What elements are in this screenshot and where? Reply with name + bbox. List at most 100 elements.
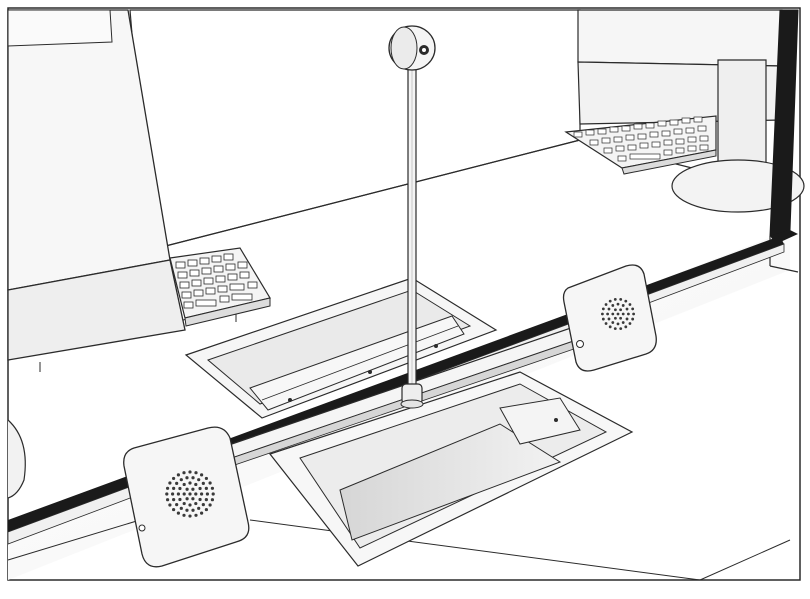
speaker-hole <box>198 497 202 502</box>
left-monitor <box>7 9 186 499</box>
speaker-hole <box>201 503 205 507</box>
speaker-hole <box>200 511 204 515</box>
speaker-hole <box>604 322 608 325</box>
left-speaker-grille <box>123 426 250 568</box>
speaker-hole <box>179 506 183 510</box>
speaker-hole <box>628 303 632 306</box>
speaker-hole <box>172 498 176 502</box>
speaker-hole <box>607 317 611 321</box>
speaker-hole <box>172 507 176 512</box>
speaker-hole <box>172 486 176 490</box>
speaker-hole <box>201 481 205 485</box>
speaker-hole <box>619 308 622 312</box>
transaction-tray-lower <box>268 371 634 567</box>
speaker-hole <box>619 298 623 301</box>
speaker-hole <box>165 498 170 502</box>
speaker-hole <box>607 307 611 311</box>
speaker-hole <box>182 492 186 496</box>
speaker-hole <box>611 321 615 324</box>
speaker-hole <box>619 316 622 320</box>
speaker-hole <box>200 492 204 496</box>
speaker-hole <box>188 492 192 496</box>
left-keyboard <box>169 247 271 327</box>
speaker-hole <box>168 481 172 485</box>
speaker-hole <box>208 481 212 485</box>
speaker-hole <box>624 299 628 303</box>
speaker-hole <box>191 508 195 512</box>
speaker-hole <box>608 325 612 329</box>
speaker-hole <box>624 325 628 329</box>
speaker-hole <box>188 481 192 485</box>
speaker-hole <box>185 497 189 501</box>
speaker-hole <box>613 298 617 301</box>
speaker-hole <box>194 492 198 496</box>
speaker-hole <box>204 486 208 490</box>
speaker-hole <box>611 312 615 316</box>
speaker-hole <box>608 299 612 303</box>
right-monitor <box>577 9 805 213</box>
speaker-hole <box>210 486 215 490</box>
speaker-hole <box>182 501 186 506</box>
speaker-hole <box>627 312 630 316</box>
speaker-hole <box>604 303 608 306</box>
speaker-hole <box>616 312 620 316</box>
speaker-hole <box>611 304 615 307</box>
speaker-hole <box>188 470 192 474</box>
right-keyboard <box>564 115 717 175</box>
speaker-hole <box>182 513 186 517</box>
speaker-hole <box>191 487 195 491</box>
right-speaker-grille <box>562 264 657 372</box>
speaker-hole <box>185 508 189 512</box>
speaker-hole <box>616 322 620 326</box>
speaker-hole <box>631 307 635 311</box>
speaker-hole <box>606 312 609 316</box>
speaker-hole <box>197 478 201 482</box>
speaker-hole <box>172 476 176 481</box>
speaker-hole <box>182 471 186 475</box>
speaker-hole <box>621 312 625 316</box>
speaker-hole <box>175 481 179 485</box>
speaker-hole <box>204 476 208 481</box>
speaker-hole <box>176 492 180 496</box>
speaker-hole <box>614 316 617 320</box>
speaker-hole <box>182 482 186 487</box>
speaker-hole <box>613 327 617 330</box>
speaker-hole <box>210 498 215 502</box>
speaker-hole <box>185 476 189 480</box>
speaker-hole <box>197 506 201 510</box>
speaker-hole <box>625 307 629 311</box>
speaker-hole <box>601 307 605 311</box>
speaker-hole <box>191 476 195 480</box>
speaker-hole <box>205 492 209 496</box>
speaker-hole <box>211 492 215 496</box>
speaker-hole <box>621 321 625 324</box>
speaker-hole <box>601 312 604 316</box>
speaker-hole <box>204 498 208 502</box>
speaker-hole <box>628 322 632 325</box>
speaker-hole <box>601 317 605 321</box>
speaker-hole <box>632 312 635 316</box>
speaker-hole <box>200 473 204 477</box>
speaker-hole <box>176 473 180 477</box>
speaker-hole <box>165 492 169 496</box>
speaker-hole <box>194 501 198 506</box>
speaker-hole <box>616 302 620 306</box>
speaker-hole <box>194 471 198 475</box>
speaker-hole <box>168 503 172 507</box>
speaker-hole <box>176 511 180 515</box>
microphone-head <box>388 25 436 71</box>
speaker-hole <box>171 492 175 496</box>
speaker-hole <box>614 308 617 312</box>
speaker-hole <box>188 514 192 518</box>
speaker-hole <box>625 317 629 321</box>
speaker-hole <box>179 478 183 482</box>
speaker-hole <box>178 497 182 502</box>
speaker-hole <box>185 487 189 491</box>
speaker-hole <box>198 486 202 491</box>
speaker-hole <box>619 327 623 330</box>
speaker-hole <box>175 503 179 507</box>
speaker-hole <box>188 503 192 507</box>
speaker-hole <box>194 513 198 517</box>
